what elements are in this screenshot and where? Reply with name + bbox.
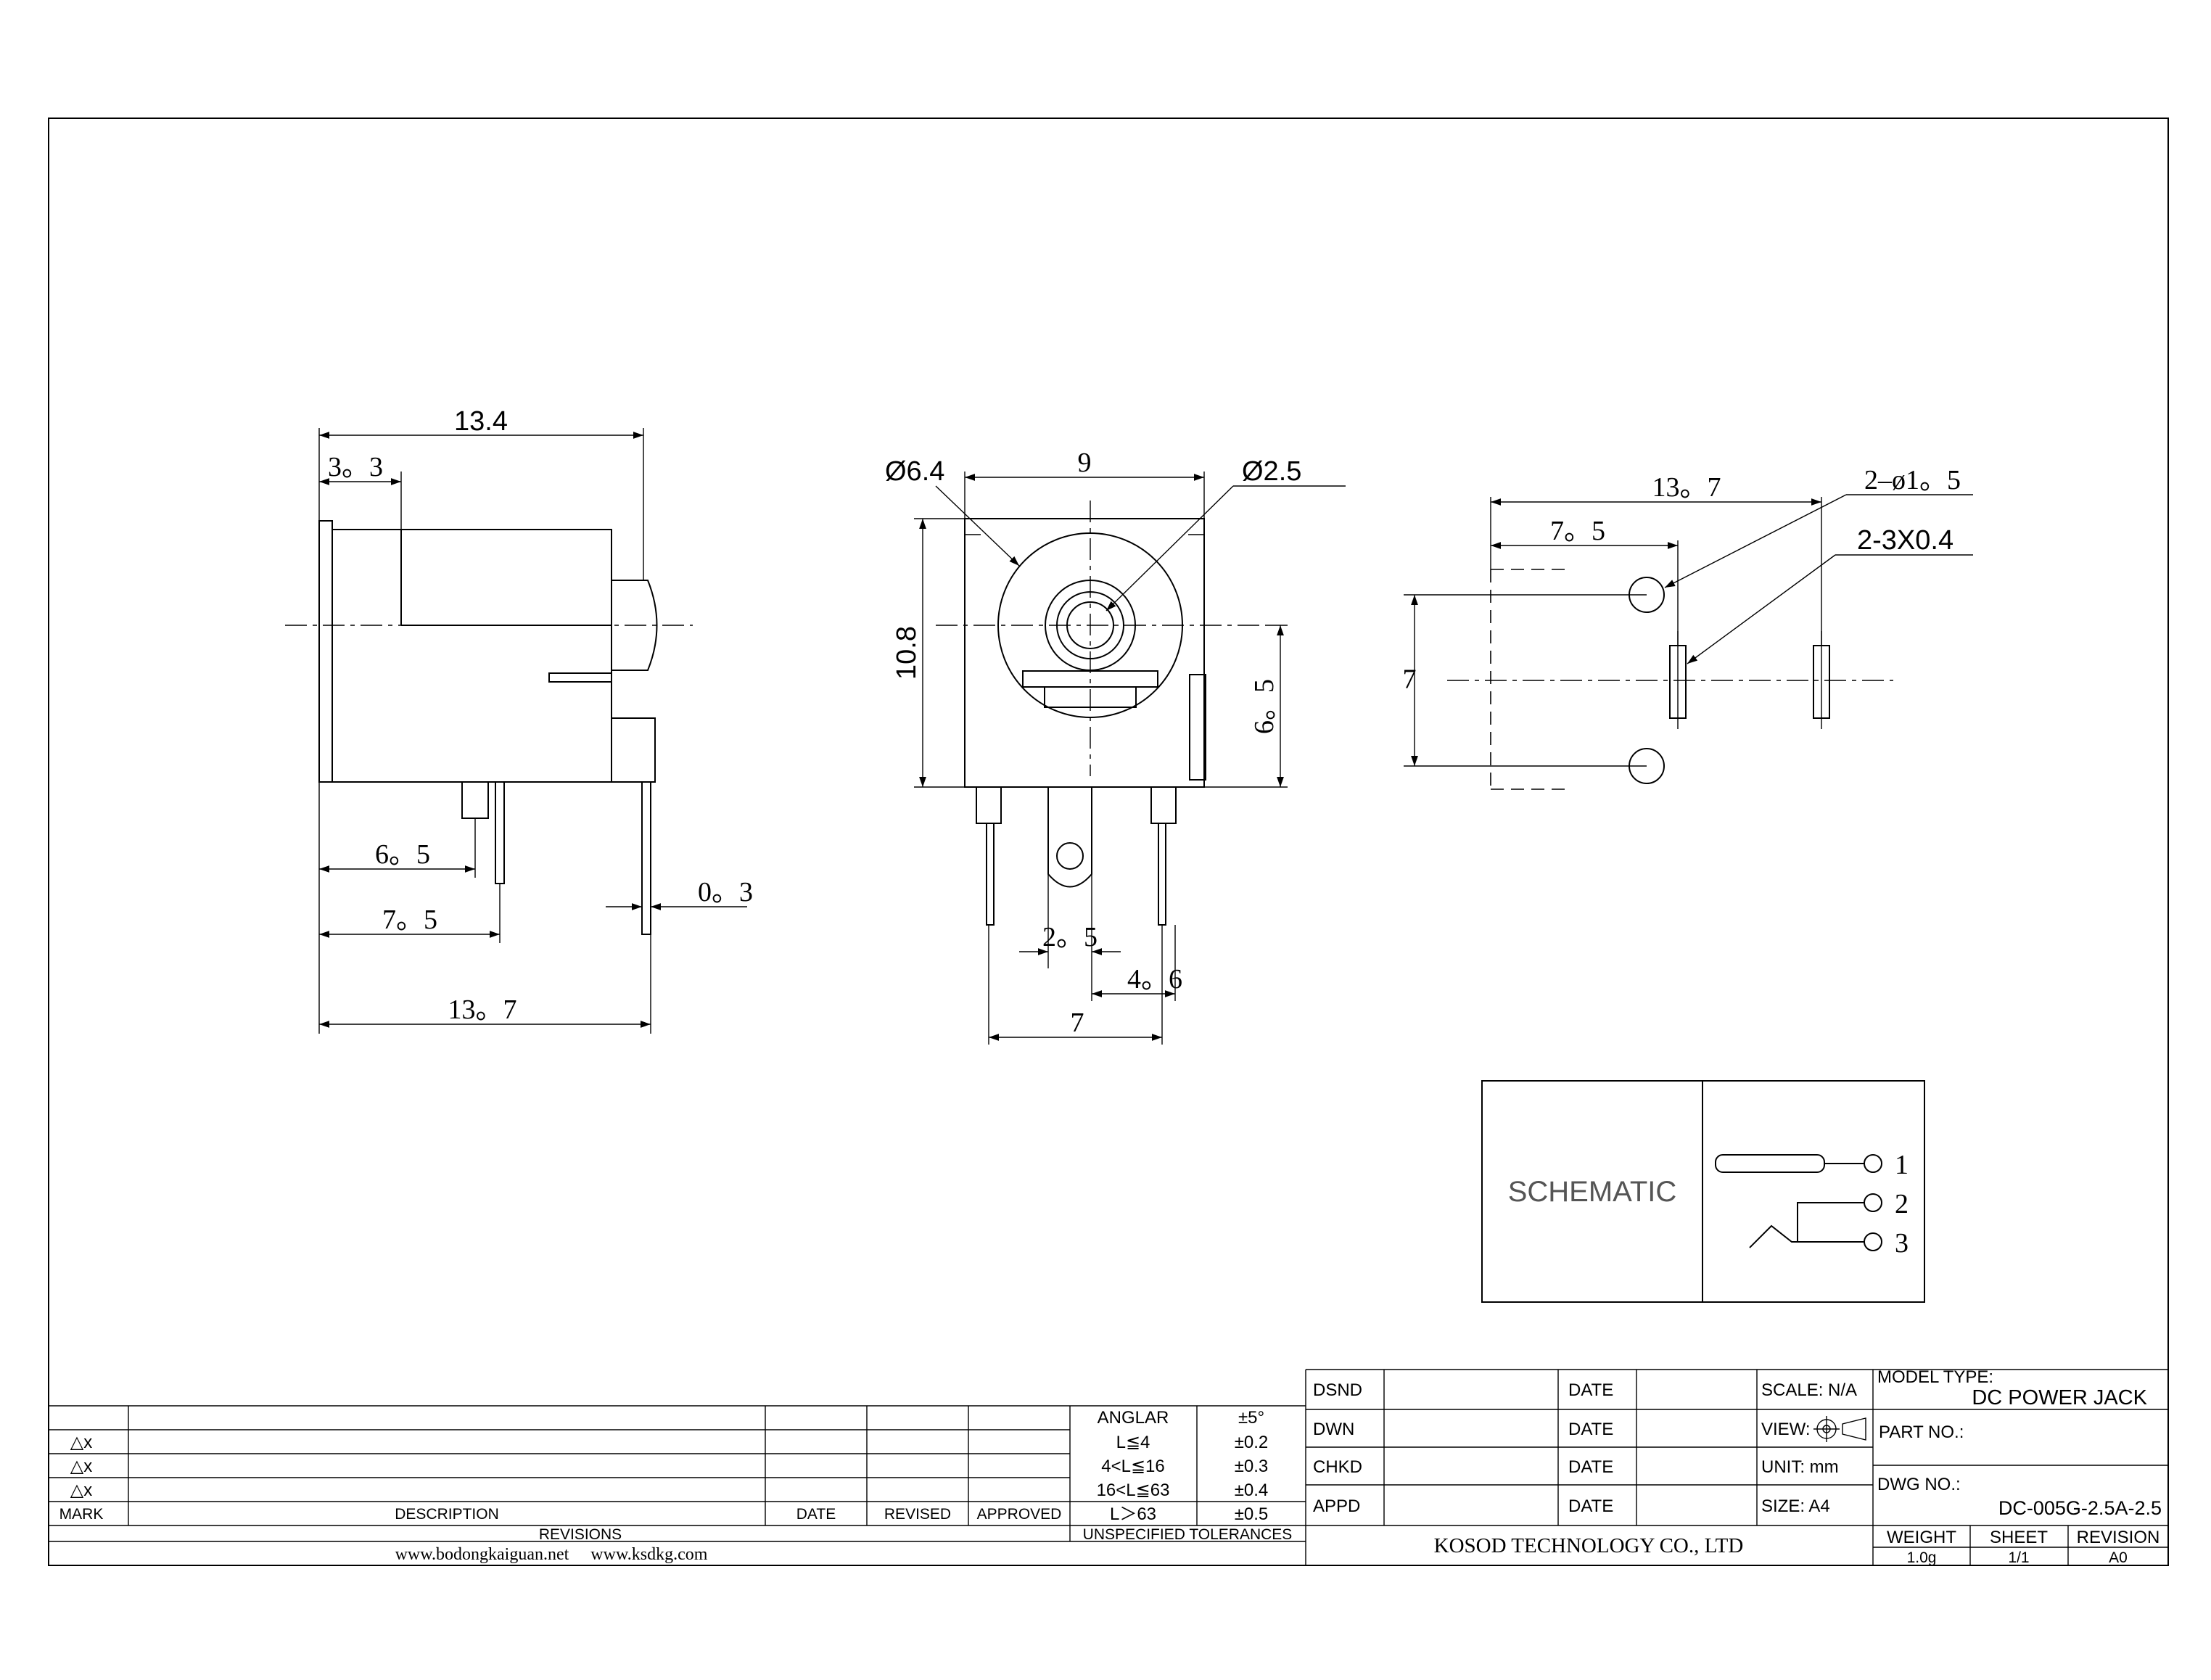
- schematic-pin-3: 3: [1895, 1228, 1909, 1259]
- side-dim-7.5: 7。5: [382, 905, 437, 935]
- pcb-dim-hole: 2–ø1。5: [1864, 465, 1961, 495]
- pcb-dim-7.5: 7。5: [1550, 516, 1605, 546]
- side-dim-0.3: 0。3: [698, 877, 753, 907]
- schematic-box: SCHEMATIC 1 2 3: [1481, 1080, 1925, 1303]
- rev-header-revised: REVISED: [884, 1506, 951, 1523]
- schematic-pin-2: 2: [1895, 1189, 1909, 1219]
- unit-label: UNIT: mm: [1761, 1457, 1839, 1477]
- rev-header-date: DATE: [796, 1506, 836, 1523]
- model-type-value: DC POWER JACK: [1972, 1386, 2147, 1409]
- signoff-role-appd: APPD: [1313, 1496, 1360, 1516]
- tol-range-2: L≦4: [1116, 1433, 1150, 1452]
- sheet-label: SHEET: [1990, 1528, 2048, 1547]
- tol-value-1: ±5°: [1238, 1408, 1264, 1428]
- pcb-dim-13.7: 13。7: [1652, 472, 1721, 503]
- rev-header-mark: MARK: [59, 1506, 104, 1523]
- signoff-block: DSND DATE DWN DATE CHKD DATE APPD DATE S…: [1305, 1369, 2168, 1565]
- sheet-border: [48, 118, 2169, 1566]
- title-block: MODEL TYPE: DC POWER JACK PART NO.: DWG …: [1873, 1367, 2168, 1566]
- dwg-no-label: DWG NO.:: [1877, 1475, 1961, 1494]
- tol-value-3: ±0.3: [1235, 1457, 1269, 1476]
- front-dim-9: 9: [1078, 448, 1092, 478]
- tol-value-5: ±0.5: [1235, 1504, 1269, 1524]
- pcb-layout-view: 13。7 7。5 7 2–ø1。5 2-3X0.4: [1403, 465, 1973, 790]
- schematic-pin-1: 1: [1895, 1150, 1909, 1180]
- company-name: KOSOD TECHNOLOGY CO., LTD: [1434, 1534, 1744, 1557]
- rev-mark-2: △x: [70, 1457, 92, 1476]
- signoff-date-dsnd: DATE: [1568, 1380, 1613, 1400]
- front-dim-6.5: 6。5: [1249, 679, 1280, 734]
- model-type-label: MODEL TYPE:: [1877, 1367, 1993, 1387]
- side-dim-6.5: 6。5: [375, 839, 430, 870]
- view-label: VIEW:: [1761, 1420, 1811, 1439]
- tol-range-4: 16<L≦63: [1097, 1481, 1170, 1500]
- front-dim-dia2.5: Ø2.5: [1242, 456, 1301, 487]
- rev-mark-1: △x: [70, 1433, 92, 1452]
- dwg-no-value: DC-005G-2.5A-2.5: [1998, 1497, 2162, 1519]
- revision-label: REVISION: [2077, 1528, 2160, 1547]
- scale-label: SCALE: N/A: [1761, 1380, 1857, 1400]
- signoff-date-appd: DATE: [1568, 1496, 1613, 1516]
- pcb-dim-7: 7: [1403, 664, 1417, 695]
- tol-range-1: ANGLAR: [1098, 1408, 1169, 1428]
- revisions-table: △x △x △x MARK DESCRIPTION DATE REVISED A…: [49, 1405, 1071, 1564]
- sheet-value: 1/1: [2008, 1549, 2029, 1566]
- pcb-dim-slot: 2-3X0.4: [1857, 525, 1953, 556]
- signoff-role-dwn: DWN: [1313, 1420, 1354, 1439]
- rev-mark-3: △x: [70, 1481, 92, 1500]
- rev-header-description: DESCRIPTION: [395, 1506, 499, 1523]
- side-dim-13.7: 13。7: [448, 995, 516, 1025]
- tolerances-table: ANGLAR ±5° L≦4 ±0.2 4<L≦16 ±0.3 16<L≦63 …: [1070, 1405, 1306, 1543]
- size-label: SIZE: A4: [1761, 1496, 1830, 1516]
- tol-range-5: L＞63: [1110, 1504, 1156, 1524]
- rev-header-approved: APPROVED: [977, 1506, 1062, 1523]
- front-dim-4.6: 4。6: [1127, 964, 1182, 995]
- signoff-role-dsnd: DSND: [1313, 1380, 1362, 1400]
- tol-value-4: ±0.4: [1235, 1481, 1269, 1500]
- front-dim-7: 7: [1071, 1008, 1084, 1038]
- revision-value: A0: [2109, 1549, 2128, 1566]
- front-dim-dia6.4: Ø6.4: [885, 456, 944, 487]
- tol-value-2: ±0.2: [1235, 1433, 1269, 1452]
- websites: www.bodongkaiguan.net www.ksdkg.com: [395, 1545, 708, 1564]
- signoff-role-chkd: CHKD: [1313, 1457, 1362, 1477]
- tolerances-footer: UNSPECIFIED TOLERANCES: [1083, 1526, 1293, 1543]
- front-view: 9 Ø6.4 Ø2.5 10.8 6。5 2。5 4。6 7: [885, 448, 1346, 1045]
- signoff-date-chkd: DATE: [1568, 1457, 1613, 1477]
- front-dim-2.5: 2。5: [1042, 922, 1098, 952]
- side-view: 13.4 3。3 6。5 7。5 13。7 0。3: [285, 406, 753, 1034]
- part-no-label: PART NO.:: [1879, 1422, 1964, 1442]
- weight-label: WEIGHT: [1887, 1528, 1956, 1547]
- side-dim-3.3: 3。3: [328, 452, 383, 482]
- weight-value: 1.0g: [1907, 1549, 1937, 1566]
- front-dim-10.8: 10.8: [892, 626, 922, 680]
- schematic-label: SCHEMATIC: [1508, 1176, 1677, 1208]
- projection-symbol-icon: [1813, 1416, 1866, 1442]
- tol-range-3: 4<L≦16: [1101, 1457, 1165, 1476]
- revisions-footer: REVISIONS: [539, 1526, 622, 1543]
- side-dim-13.4: 13.4: [454, 406, 508, 437]
- signoff-date-dwn: DATE: [1568, 1420, 1613, 1439]
